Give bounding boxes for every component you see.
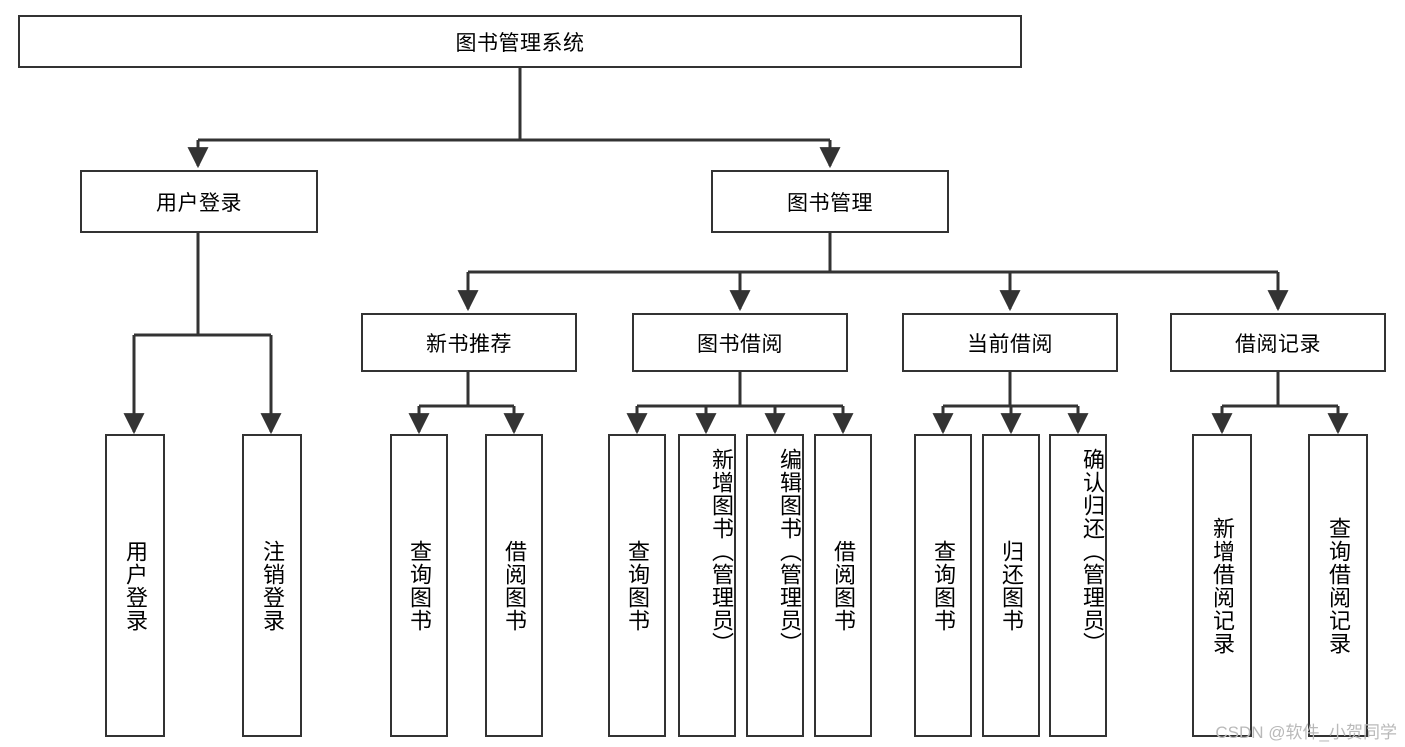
- node-new-book-recommend[interactable]: 新书推荐: [361, 313, 577, 372]
- node-leaf-return-book-label: 归还图书: [998, 539, 1024, 632]
- node-book-manage-label: 图书管理: [787, 191, 873, 215]
- node-leaf-query-record[interactable]: 查询借阅记录: [1308, 434, 1368, 737]
- csdn-watermark: CSDN @软件_小贺同学: [1215, 723, 1397, 742]
- node-leaf-confirm-return-label: 确认归还（管理员）: [1080, 448, 1105, 655]
- node-root[interactable]: 图书管理系统: [18, 15, 1022, 68]
- node-leaf-logout-label: 注销登录: [259, 539, 285, 632]
- node-leaf-add-book[interactable]: 新增图书（管理员）: [678, 434, 736, 737]
- node-leaf-borrow-book-2[interactable]: 借阅图书: [814, 434, 872, 737]
- node-leaf-edit-book[interactable]: 编辑图书（管理员）: [746, 434, 804, 737]
- node-current-borrow-label: 当前借阅: [967, 332, 1053, 356]
- node-leaf-return-book[interactable]: 归还图书: [982, 434, 1040, 737]
- node-leaf-confirm-return[interactable]: 确认归还（管理员）: [1049, 434, 1107, 737]
- node-current-borrow[interactable]: 当前借阅: [902, 313, 1118, 372]
- node-leaf-borrow-book-1[interactable]: 借阅图书: [485, 434, 543, 737]
- node-leaf-user-login[interactable]: 用户登录: [105, 434, 165, 737]
- node-leaf-query-record-label: 查询借阅记录: [1325, 516, 1351, 655]
- node-book-manage[interactable]: 图书管理: [711, 170, 949, 233]
- node-leaf-query-book-2-label: 查询图书: [624, 539, 650, 632]
- node-user-login[interactable]: 用户登录: [80, 170, 318, 233]
- node-new-book-recommend-label: 新书推荐: [426, 332, 512, 356]
- node-book-borrow-label: 图书借阅: [697, 332, 783, 356]
- node-leaf-logout[interactable]: 注销登录: [242, 434, 302, 737]
- node-leaf-query-book-2[interactable]: 查询图书: [608, 434, 666, 737]
- node-borrow-record-label: 借阅记录: [1235, 332, 1321, 356]
- node-book-borrow[interactable]: 图书借阅: [632, 313, 848, 372]
- node-leaf-edit-book-label: 编辑图书（管理员）: [777, 448, 802, 655]
- node-leaf-borrow-book-1-label: 借阅图书: [501, 539, 527, 632]
- node-leaf-add-record[interactable]: 新增借阅记录: [1192, 434, 1252, 737]
- node-user-login-label: 用户登录: [156, 191, 242, 215]
- node-leaf-user-login-label: 用户登录: [122, 539, 148, 632]
- node-leaf-query-book-1-label: 查询图书: [406, 539, 432, 632]
- node-borrow-record[interactable]: 借阅记录: [1170, 313, 1386, 372]
- node-leaf-borrow-book-2-label: 借阅图书: [830, 539, 856, 632]
- node-leaf-add-book-label: 新增图书（管理员）: [709, 448, 734, 655]
- node-leaf-query-book-3-label: 查询图书: [930, 539, 956, 632]
- node-leaf-query-book-3[interactable]: 查询图书: [914, 434, 972, 737]
- node-root-label: 图书管理系统: [455, 31, 585, 55]
- node-leaf-add-record-label: 新增借阅记录: [1209, 516, 1235, 655]
- node-leaf-query-book-1[interactable]: 查询图书: [390, 434, 448, 737]
